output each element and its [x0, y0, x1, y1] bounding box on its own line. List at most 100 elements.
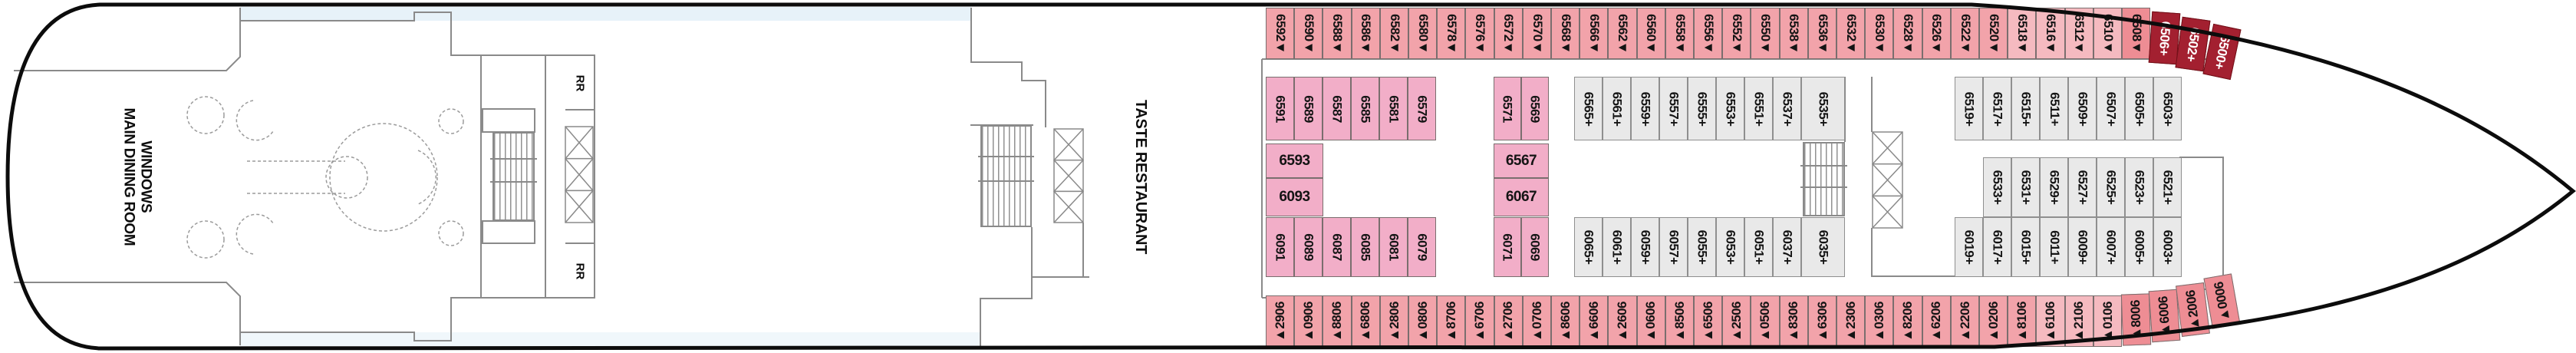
cabin-6050[interactable]: ▲0506	[1751, 295, 1780, 347]
cabin-6507[interactable]: 6507+	[2097, 77, 2125, 140]
cabin-6030[interactable]: ▲0306	[1865, 295, 1894, 347]
cabin-6011[interactable]: 6011+	[2040, 217, 2068, 277]
cabin-6523[interactable]: 6523+	[2125, 157, 2153, 217]
cabin-6516[interactable]: 6516▼	[2036, 8, 2065, 59]
cabin-6527[interactable]: 6527+	[2068, 157, 2097, 217]
cabin-6509[interactable]: 6509+	[2068, 77, 2097, 140]
cabin-6020[interactable]: ▲0206	[1979, 295, 2008, 347]
cabin-6026[interactable]: ▲6206	[1922, 295, 1951, 347]
cabin-6512[interactable]: 6512▼	[2064, 8, 2093, 59]
cabin-6525[interactable]: 6525+	[2097, 157, 2125, 217]
cabin-6010[interactable]: ▲0106	[2093, 295, 2122, 347]
cabin-6559[interactable]: 6559+	[1631, 77, 1659, 140]
cabin-6551[interactable]: 6551+	[1744, 77, 1773, 140]
cabin-6576[interactable]: 6576▼	[1465, 8, 1494, 59]
cabin-6057[interactable]: 6057+	[1659, 217, 1688, 277]
cabin-6036[interactable]: ▲6306	[1807, 295, 1836, 347]
cabin-6535[interactable]: 6535+	[1801, 77, 1845, 140]
cabin-6592[interactable]: 6592▼	[1266, 8, 1295, 59]
cabin-6556[interactable]: 6556▼	[1694, 8, 1723, 59]
cabin-6037[interactable]: 6037+	[1773, 217, 1801, 277]
cabin-6093[interactable]: 6093	[1266, 178, 1323, 216]
cabin-6520[interactable]: 6520▼	[1979, 8, 2008, 59]
cabin-6062[interactable]: ▲2606	[1608, 295, 1637, 347]
cabin-6065[interactable]: 6065+	[1574, 217, 1603, 277]
cabin-6018[interactable]: ▲8106	[2008, 295, 2037, 347]
cabin-6003[interactable]: 6003+	[2153, 217, 2182, 277]
cabin-6560[interactable]: 6560▼	[1636, 8, 1665, 59]
cabin-6585[interactable]: 6585	[1351, 77, 1379, 140]
cabin-6515[interactable]: 6515+	[2011, 77, 2040, 140]
cabin-6518[interactable]: 6518▼	[2008, 8, 2037, 59]
cabin-6569[interactable]: 6569	[1521, 77, 1549, 140]
cabin-6000[interactable]: ▲0006	[2203, 273, 2241, 329]
cabin-6076[interactable]: ▲6706	[1465, 295, 1494, 347]
cabin-6019[interactable]: 6019+	[1955, 217, 1983, 277]
cabin-6088[interactable]: ▲8806	[1323, 295, 1352, 347]
cabin-6552[interactable]: 6552▼	[1722, 8, 1751, 59]
cabin-6022[interactable]: ▲2206	[1950, 295, 1979, 347]
cabin-6085[interactable]: 6085	[1351, 217, 1379, 277]
cabin-6529[interactable]: 6529+	[2040, 157, 2068, 217]
cabin-6589[interactable]: 6589	[1294, 77, 1323, 140]
cabin-6007[interactable]: 6007+	[2097, 217, 2125, 277]
cabin-6555[interactable]: 6555+	[1688, 77, 1716, 140]
cabin-6581[interactable]: 6581	[1379, 77, 1408, 140]
cabin-6066[interactable]: ▲6606	[1580, 295, 1609, 347]
cabin-6081[interactable]: 6081	[1379, 217, 1408, 277]
cabin-6579[interactable]: 6579	[1408, 77, 1436, 140]
cabin-6080[interactable]: ▲0806	[1408, 295, 1438, 347]
cabin-6582[interactable]: 6582▼	[1379, 8, 1408, 59]
cabin-6078[interactable]: ▲8706	[1437, 295, 1466, 347]
cabin-6052[interactable]: ▲2506	[1722, 295, 1751, 347]
cabin-6522[interactable]: 6522▼	[1950, 8, 1979, 59]
cabin-6587[interactable]: 6587	[1323, 77, 1351, 140]
cabin-6580[interactable]: 6580▼	[1408, 8, 1438, 59]
cabin-6588[interactable]: 6588▼	[1323, 8, 1352, 59]
cabin-6565[interactable]: 6565+	[1574, 77, 1603, 140]
cabin-6058[interactable]: ▲8506	[1665, 295, 1694, 347]
cabin-6519[interactable]: 6519+	[1955, 77, 1983, 140]
cabin-6089[interactable]: 6089	[1294, 217, 1323, 277]
cabin-6028[interactable]: ▲8206	[1893, 295, 1922, 347]
cabin-6017[interactable]: 6017+	[1983, 217, 2011, 277]
cabin-6508[interactable]: 6508▼	[2122, 8, 2151, 59]
cabin-6008[interactable]: ▲8006	[2120, 293, 2152, 346]
cabin-6059[interactable]: 6059+	[1631, 217, 1659, 277]
cabin-6586[interactable]: 6586▼	[1351, 8, 1380, 59]
cabin-6016[interactable]: ▲6106	[2036, 295, 2065, 347]
cabin-6072[interactable]: ▲2706	[1494, 295, 1523, 347]
cabin-6056[interactable]: ▲6506	[1694, 295, 1723, 347]
cabin-6009[interactable]: 6009+	[2068, 217, 2097, 277]
cabin-6532[interactable]: 6532▼	[1836, 8, 1866, 59]
cabin-6069[interactable]: 6069	[1521, 217, 1549, 277]
cabin-6558[interactable]: 6558▼	[1665, 8, 1694, 59]
cabin-6538[interactable]: 6538▼	[1779, 8, 1808, 59]
cabin-6087[interactable]: 6087	[1323, 217, 1351, 277]
cabin-6517[interactable]: 6517+	[1983, 77, 2011, 140]
cabin-6568[interactable]: 6568▼	[1551, 8, 1580, 59]
cabin-6086[interactable]: ▲6806	[1351, 295, 1380, 347]
cabin-6553[interactable]: 6553+	[1716, 77, 1744, 140]
cabin-6570[interactable]: 6570▼	[1522, 8, 1551, 59]
cabin-6092[interactable]: ▲2906	[1266, 295, 1295, 347]
cabin-6557[interactable]: 6557+	[1659, 77, 1688, 140]
cabin-6578[interactable]: 6578▼	[1437, 8, 1466, 59]
cabin-6567[interactable]: 6567	[1494, 144, 1549, 178]
cabin-6531[interactable]: 6531+	[2011, 157, 2040, 217]
cabin-6537[interactable]: 6537+	[1773, 77, 1801, 140]
cabin-6053[interactable]: 6053+	[1716, 217, 1744, 277]
cabin-6562[interactable]: 6562▼	[1608, 8, 1637, 59]
cabin-6528[interactable]: 6528▼	[1893, 8, 1922, 59]
cabin-6511[interactable]: 6511+	[2040, 77, 2068, 140]
cabin-6571[interactable]: 6571	[1494, 77, 1521, 140]
cabin-6536[interactable]: 6536▼	[1807, 8, 1836, 59]
cabin-6591[interactable]: 6591	[1266, 77, 1294, 140]
cabin-6032[interactable]: ▲2306	[1836, 295, 1866, 347]
cabin-6530[interactable]: 6530▼	[1865, 8, 1894, 59]
cabin-6006[interactable]: ▲6006	[2148, 289, 2181, 343]
cabin-6526[interactable]: 6526▼	[1922, 8, 1951, 59]
cabin-6503[interactable]: 6503+	[2153, 77, 2182, 140]
cabin-6015[interactable]: 6015+	[2011, 217, 2040, 277]
cabin-6051[interactable]: 6051+	[1744, 217, 1773, 277]
